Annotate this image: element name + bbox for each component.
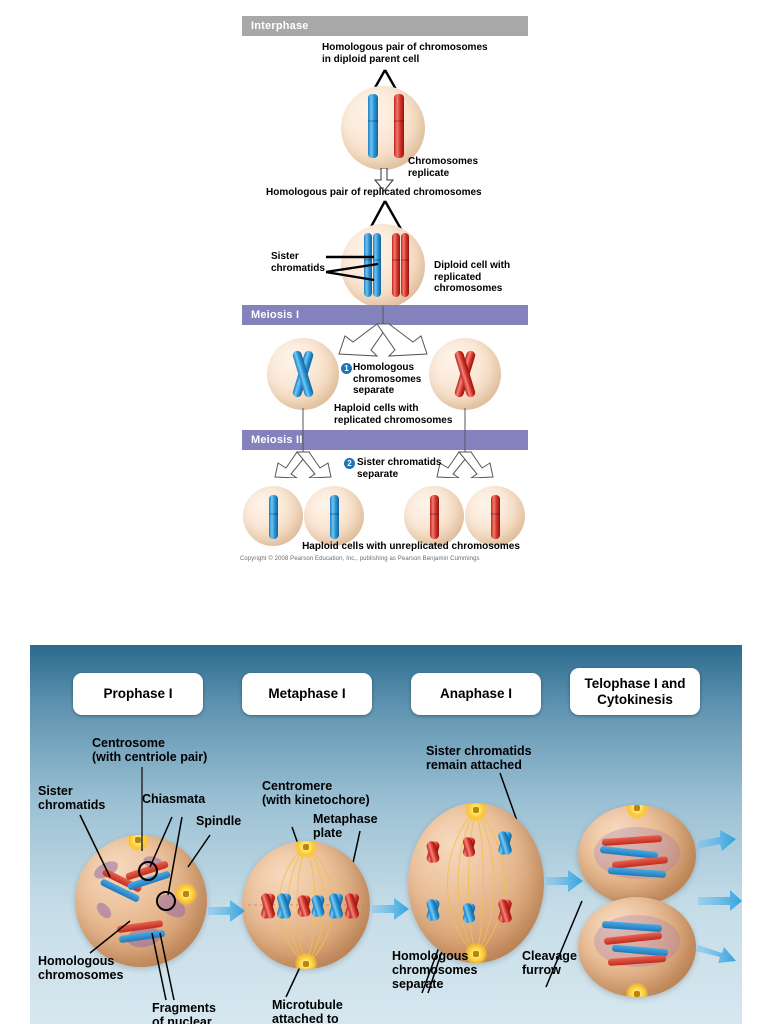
meiosis-overview-panel: Interphase Homologous pair of chromosome… bbox=[240, 16, 528, 562]
callout-cleavage-furrow: Cleavage furrow bbox=[522, 949, 577, 977]
cell-diploid-parent bbox=[341, 86, 425, 170]
callout-centromere: Centromere (with kinetochore) bbox=[262, 779, 370, 807]
callout-sister-chromatids-remain-attached: Sister chromatids remain attached bbox=[426, 744, 532, 772]
chromosome-unreplicated-blue-2 bbox=[330, 495, 339, 539]
stage-box-anaphase-1: Anaphase I bbox=[411, 673, 541, 715]
copyright-notice: Copyright © 2008 Pearson Education, Inc.… bbox=[240, 556, 480, 562]
callout-sister-chromatids: Sister chromatids bbox=[38, 784, 106, 812]
meiosis-one-stages-panel: Prophase I Metaphase I Anaphase I Teloph… bbox=[30, 645, 742, 1024]
cell-telophase-1-lower bbox=[578, 897, 696, 997]
label-homologous-pair-parent: Homologous pair of chromosomes in diploi… bbox=[322, 42, 488, 65]
chromosome-red-parent bbox=[394, 94, 404, 158]
label-sister-chromatids: Sister chromatids bbox=[271, 251, 325, 274]
step-badge-1: 1 bbox=[341, 363, 352, 374]
centrosome-star-anaphase-top bbox=[465, 803, 487, 821]
label-haploid-unreplicated: Haploid cells with unreplicated chromoso… bbox=[302, 541, 520, 552]
cell-prophase-1 bbox=[75, 835, 207, 967]
callout-spindle: Spindle bbox=[196, 814, 242, 828]
centrosome-star-metaphase-bottom bbox=[295, 953, 317, 969]
stage-box-metaphase-1: Metaphase I bbox=[242, 673, 372, 715]
phase-bar-meiosis-two: Meiosis II bbox=[242, 430, 528, 450]
cell-diploid-replicated bbox=[341, 224, 425, 308]
step-badge-2: 2 bbox=[344, 458, 355, 469]
cell-telophase-1-upper bbox=[578, 805, 696, 905]
chiasma-marker-1 bbox=[138, 861, 158, 881]
centrosome-star-prophase-top bbox=[127, 835, 149, 851]
callout-centrosome: Centrosome (with centriole pair) bbox=[92, 736, 208, 764]
chromatid-red-1 bbox=[392, 233, 400, 297]
callout-homologous-chromosomes-separate: Homologous chromosomes separate bbox=[392, 949, 478, 991]
chromosome-x-red bbox=[450, 349, 480, 399]
centrosome-star-telophase-top bbox=[626, 805, 648, 819]
label-homologous-pair-replicated: Homologous pair of replicated chromosome… bbox=[266, 187, 482, 198]
callout-chiasmata: Chiasmata bbox=[142, 792, 206, 806]
centrosome-star-prophase-right bbox=[175, 883, 197, 905]
centrosome-star-telophase-bottom bbox=[626, 983, 648, 997]
chromosome-blue-parent bbox=[368, 94, 378, 158]
chromosome-unreplicated-blue-1 bbox=[269, 495, 278, 539]
chromosome-unreplicated-red-2 bbox=[491, 495, 500, 539]
label-diploid-cell-replicated: Diploid cell with replicated chromosomes bbox=[434, 260, 511, 294]
chromosome-x-blue bbox=[288, 349, 318, 399]
chromosome-unreplicated-red-1 bbox=[430, 495, 439, 539]
split-arrows-meiosis-one bbox=[338, 306, 428, 357]
label-chromosomes-replicate: Chromosomes replicate bbox=[408, 156, 479, 179]
cell-anaphase-1 bbox=[408, 803, 544, 963]
arrow-chromosomes-replicate bbox=[374, 168, 394, 192]
centrosome-star-anaphase-bottom bbox=[465, 943, 487, 963]
centrosome-star-metaphase-top bbox=[295, 841, 317, 858]
label-step1-homologous-separate: Homologous chromosomes separate bbox=[353, 362, 422, 396]
stage-box-prophase-1: Prophase I bbox=[73, 673, 203, 715]
spindle-fibers-anaphase bbox=[447, 808, 505, 958]
phase-bar-interphase: Interphase bbox=[242, 16, 528, 36]
cell-metaphase-1 bbox=[242, 841, 370, 969]
stage-box-telophase-1-cytokinesis: Telophase I and Cytokinesis bbox=[570, 668, 700, 715]
label-haploid-replicated: Haploid cells with replicated chromosome… bbox=[334, 403, 453, 426]
callout-fragments-of-nuclear: Fragments of nuclear bbox=[152, 1001, 216, 1024]
label-step2-sister-separate: Sister chromatids separate bbox=[357, 457, 442, 480]
chromatid-red-2 bbox=[401, 233, 409, 297]
chiasma-marker-2 bbox=[156, 891, 176, 911]
callout-homologous-chromosomes: Homologous chromosomes bbox=[38, 954, 124, 982]
phase-bar-meiosis-one: Meiosis I bbox=[242, 305, 528, 325]
connector-lines-meiosis-two bbox=[274, 408, 494, 478]
callout-metaphase-plate: Metaphase plate bbox=[313, 812, 378, 840]
callout-microtubule-attached: Microtubule attached to bbox=[272, 998, 343, 1024]
leader-lines-sister-chromatids bbox=[326, 255, 379, 282]
